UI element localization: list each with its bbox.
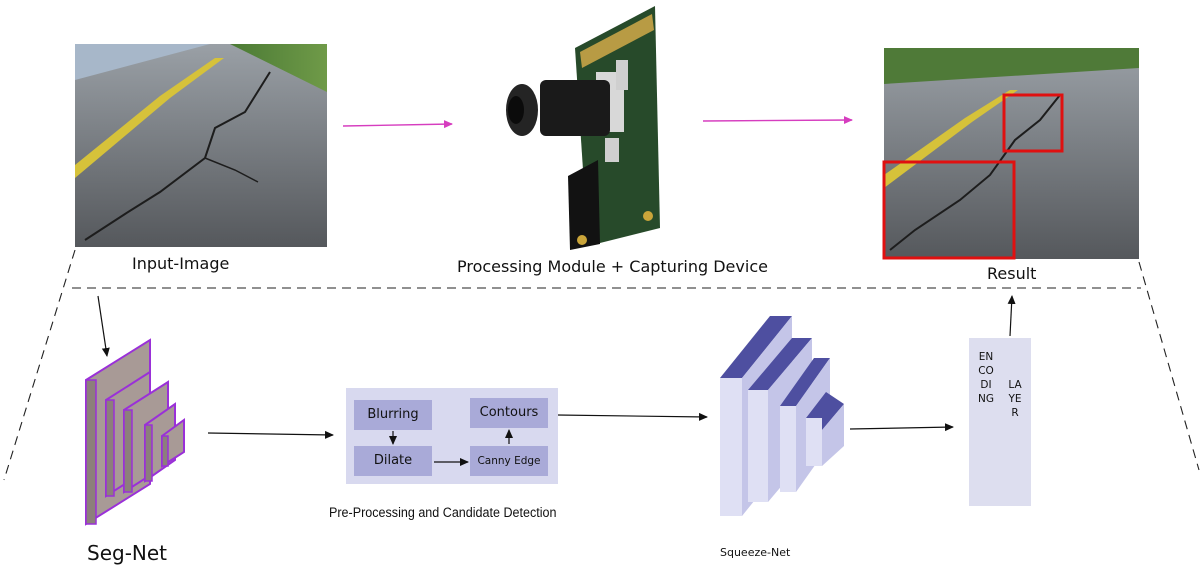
input-image-label: Input-Image <box>132 254 230 273</box>
dashed-left-edge <box>3 249 76 481</box>
step-blurring-label: Blurring <box>367 407 419 422</box>
input-road-image <box>75 44 327 247</box>
layer-word-label: LAYER <box>1008 379 1022 419</box>
step-canny-edge-label: Canny Edge <box>477 455 541 467</box>
arrow-squeezenet-to-encoding <box>849 423 954 432</box>
arrow-input-to-processing <box>342 120 453 129</box>
segnet-label: Seg-Net <box>87 541 168 565</box>
arrow-segnet-to-preprocessing <box>207 430 334 439</box>
squeeze-layer-4 <box>806 392 844 466</box>
detection-box-large <box>882 160 1016 260</box>
dashed-right-edge <box>1138 261 1200 471</box>
step-contours-box <box>470 398 548 428</box>
step-contours-label: Contours <box>479 405 539 420</box>
step-blurring-box <box>354 400 432 430</box>
preprocessing-label: Pre-Processing and Candidate Detection <box>329 505 557 520</box>
encoding-layer-box <box>969 338 1031 506</box>
arrow-down-to-segnet <box>97 295 110 357</box>
step-dilate-label: Dilate <box>373 453 413 468</box>
arrow-processing-to-result <box>702 116 853 125</box>
squeezenet-label: Squeeze-Net <box>720 546 791 559</box>
arrow-encoding-to-result <box>1007 295 1016 337</box>
encoding-word-label: ENCODING <box>978 351 994 405</box>
preprocessing-panel <box>346 388 558 484</box>
result-label: Result <box>987 264 1037 283</box>
step-canny-edge-box <box>470 446 548 476</box>
result-road-image <box>882 48 1139 260</box>
segnet-block <box>85 338 185 526</box>
squeezenet-block <box>720 316 844 516</box>
processing-board-image <box>506 6 660 250</box>
step-dilate-box <box>354 446 432 476</box>
arrow-preprocessing-to-squeezenet <box>556 412 708 421</box>
detection-box-small <box>1002 93 1064 153</box>
segnet-layer-5 <box>161 418 185 468</box>
processing-module-label: Processing Module + Capturing Device <box>457 257 768 276</box>
